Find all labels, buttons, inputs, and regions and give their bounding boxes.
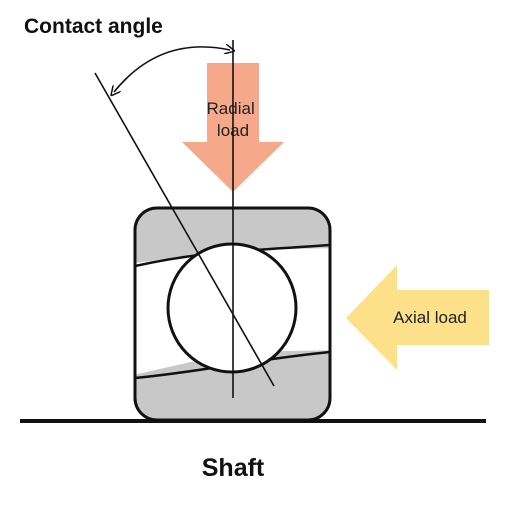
contact-angle-label: Contact angle [24, 15, 163, 38]
axial-load-arrow [346, 265, 489, 370]
rolling-ball [166, 242, 298, 374]
shaft-label: Shaft [202, 454, 265, 482]
axial-load-label: Axial load [393, 308, 467, 327]
contact-line [94, 72, 275, 387]
contact-angle-arc [114, 47, 230, 92]
